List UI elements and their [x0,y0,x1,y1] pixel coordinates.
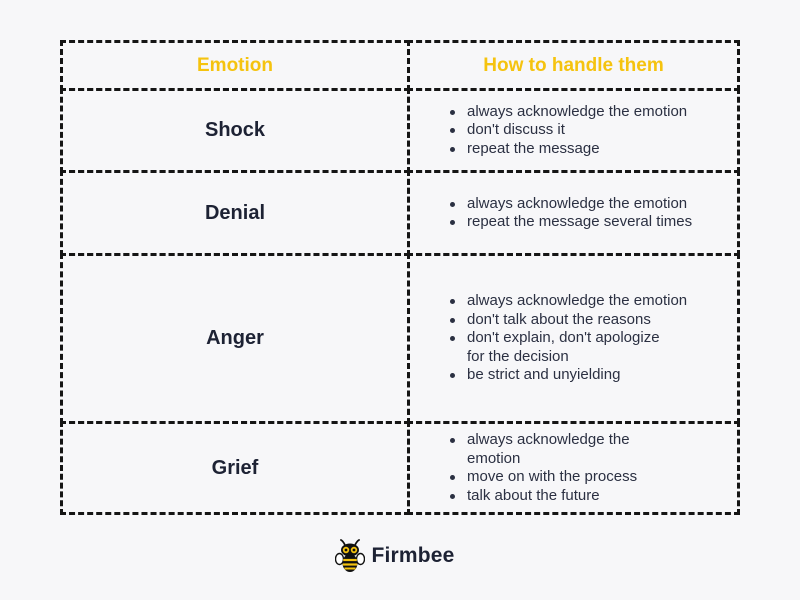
list-item: don't explain, don't apologize for the d… [450,329,672,366]
emotion-label: Grief [211,456,259,479]
list-item: don't discuss it [450,121,687,140]
emotion-label: Denial [204,201,266,224]
firmbee-bee-icon [335,539,366,572]
header-handling: How to handle them [483,54,664,76]
header-emotion: Emotion [197,54,273,76]
emotions-table: Emotion How to handle them Shock always … [60,40,740,515]
list-item: don't talk about the reasons [450,311,687,330]
list-item: always acknowledge the emotion [450,431,647,468]
tips-cell-grief: always acknowledge the emotion move on w… [407,421,740,515]
list-item: be strict and unyielding [450,366,687,385]
list-item: always acknowledge the emotion [450,103,687,122]
tips-list: always acknowledge the emotion repeat th… [410,195,692,232]
emotion-cell-shock: Shock [60,88,410,173]
emotion-cell-denial: Denial [60,170,410,256]
tips-list: always acknowledge the emotion don't dis… [410,103,687,159]
emotion-cell-grief: Grief [60,421,410,515]
brand-footer: Firmbee [0,539,800,573]
emotion-cell-anger: Anger [60,253,410,424]
list-item: always acknowledge the emotion [450,195,692,214]
brand-name: Firmbee [371,544,455,567]
header-cell-emotion: Emotion [60,40,410,91]
list-item: talk about the future [450,487,647,506]
tips-list: always acknowledge the emotion don't tal… [410,292,687,385]
tips-cell-shock: always acknowledge the emotion don't dis… [407,88,740,173]
tips-cell-denial: always acknowledge the emotion repeat th… [407,170,740,256]
list-item: always acknowledge the emotion [450,292,687,311]
header-cell-handling: How to handle them [407,40,740,91]
emotion-label: Anger [206,327,264,349]
list-item: repeat the message [450,140,687,159]
tips-list: always acknowledge the emotion move on w… [410,431,647,505]
list-item: move on with the process [450,468,647,487]
tips-cell-anger: always acknowledge the emotion don't tal… [407,253,740,424]
emotion-label: Shock [204,119,266,141]
list-item: repeat the message several times [450,213,692,232]
